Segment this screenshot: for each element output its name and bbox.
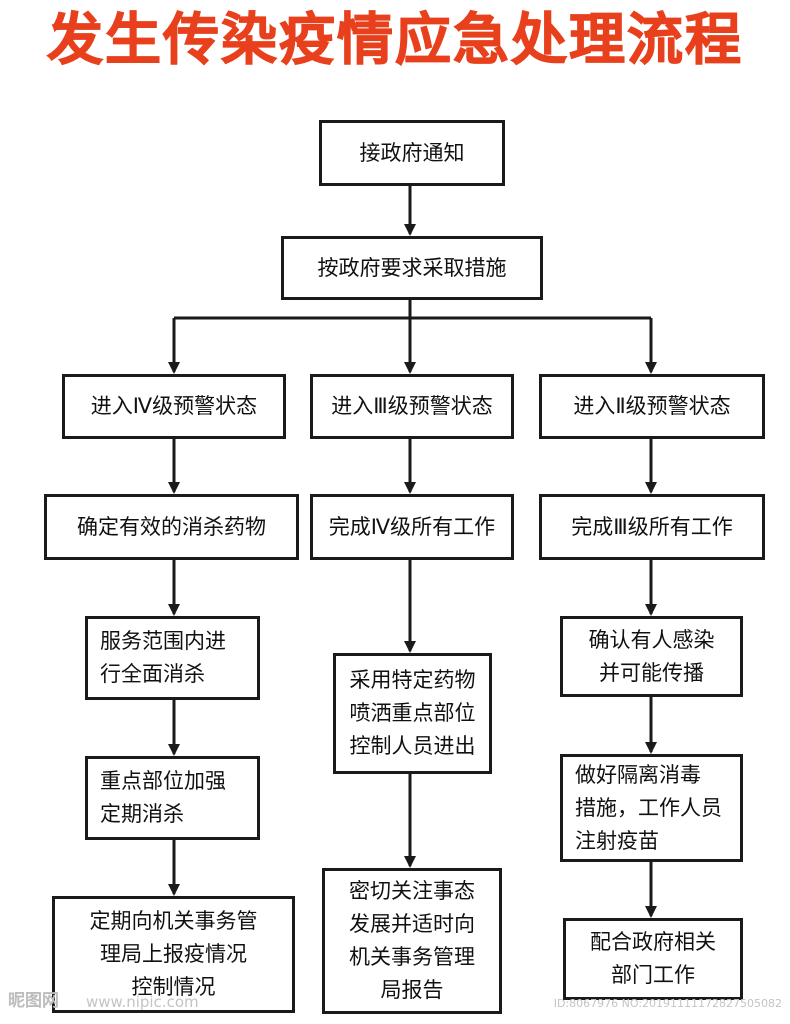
node-measures: 按政府要求采取措施	[281, 236, 543, 300]
watermark-id: ID:8067976 NO:20191111172827505082	[553, 997, 782, 1010]
node-right-complete-level3: 完成Ⅲ级所有工作	[539, 494, 765, 560]
node-left-report: 定期向机关事务管 理局上报疫情况 控制情况	[52, 896, 295, 1013]
node-right-infection-confirmed: 确认有人感染 并可能传播	[560, 616, 743, 697]
node-left-key-areas: 重点部位加强 定期消杀	[85, 756, 260, 840]
node-left-full-disinfection: 服务范围内进 行全面消杀	[85, 616, 260, 700]
page-title: 发生传染疫情应急处理流程	[47, 8, 743, 74]
node-notify: 接政府通知	[319, 120, 505, 186]
node-right-cooperate: 配合政府相关 部门工作	[563, 918, 743, 1000]
node-left-disinfectant: 确定有效的消杀药物	[44, 494, 299, 560]
node-mid-complete-level4: 完成Ⅳ级所有工作	[310, 494, 514, 560]
node-mid-spray: 采用特定药物 喷洒重点部位 控制人员进出	[333, 653, 492, 774]
node-level3-state: 进入Ⅲ级预警状态	[310, 374, 514, 439]
node-level2-state: 进入Ⅱ级预警状态	[539, 374, 765, 439]
node-mid-monitor: 密切关注事态 发展并适时向 机关事务管理 局报告	[322, 868, 502, 1014]
watermark-url: www.nipic.com	[86, 993, 199, 1011]
node-level4-state: 进入Ⅳ级预警状态	[62, 374, 286, 439]
node-right-isolation: 做好隔离消毒 措施，工作人员 注射疫苗	[560, 754, 743, 862]
watermark-logo: 昵图网	[8, 991, 59, 1011]
